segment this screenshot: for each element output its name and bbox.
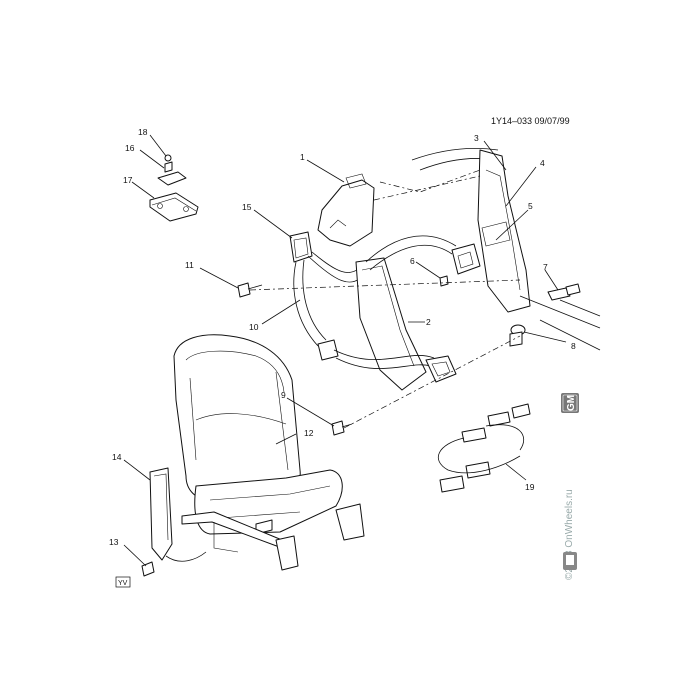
callout-labels: 1 2 3 4 5 6 7 8 9 10 11 12 13 14 15 16 1… (109, 127, 576, 547)
gm-logo: GM (561, 393, 579, 413)
seat-belt-webbing (289, 231, 457, 391)
watermark-text: ©2018 OnWheels.ru (564, 489, 575, 580)
callout-15: 15 (242, 202, 252, 212)
callout-19: 19 (525, 482, 535, 492)
callout-12: 12 (304, 428, 314, 438)
leader-lines (123, 134, 567, 567)
callout-11: 11 (185, 260, 194, 270)
callout-5: 5 (528, 201, 533, 211)
belt-extender (437, 403, 531, 493)
buckle-stalk-assembly (141, 467, 207, 577)
yv-tag-text: YV (118, 580, 128, 587)
callout-16: 16 (125, 143, 135, 153)
callout-2: 2 (426, 317, 431, 327)
callout-7: 7 (543, 262, 548, 272)
callout-1: 1 (300, 152, 305, 162)
device-icon (563, 552, 577, 570)
gm-logo-text: GM (566, 395, 577, 411)
pillar-trim-panel (411, 148, 601, 351)
callout-14: 14 (112, 452, 122, 462)
alignment-lines (249, 169, 521, 429)
callout-4: 4 (540, 158, 545, 168)
yv-tag: YV (115, 576, 131, 588)
callout-13: 13 (109, 537, 119, 547)
callout-8: 8 (571, 341, 576, 351)
anchor-bolts (509, 283, 581, 347)
document-id: 1Y14–033 09/07/99 (491, 116, 570, 126)
mounting-bolts (237, 282, 353, 436)
callout-17: 17 (123, 175, 133, 185)
callout-10: 10 (249, 322, 259, 332)
anchor-plate-assembly (149, 154, 199, 222)
callout-18: 18 (138, 127, 148, 137)
callout-9: 9 (281, 390, 286, 400)
retractor-mechanism (439, 243, 481, 287)
upper-trim-guide (317, 173, 375, 247)
callout-3: 3 (474, 133, 479, 143)
callout-6: 6 (410, 256, 415, 266)
front-seat (173, 334, 365, 571)
